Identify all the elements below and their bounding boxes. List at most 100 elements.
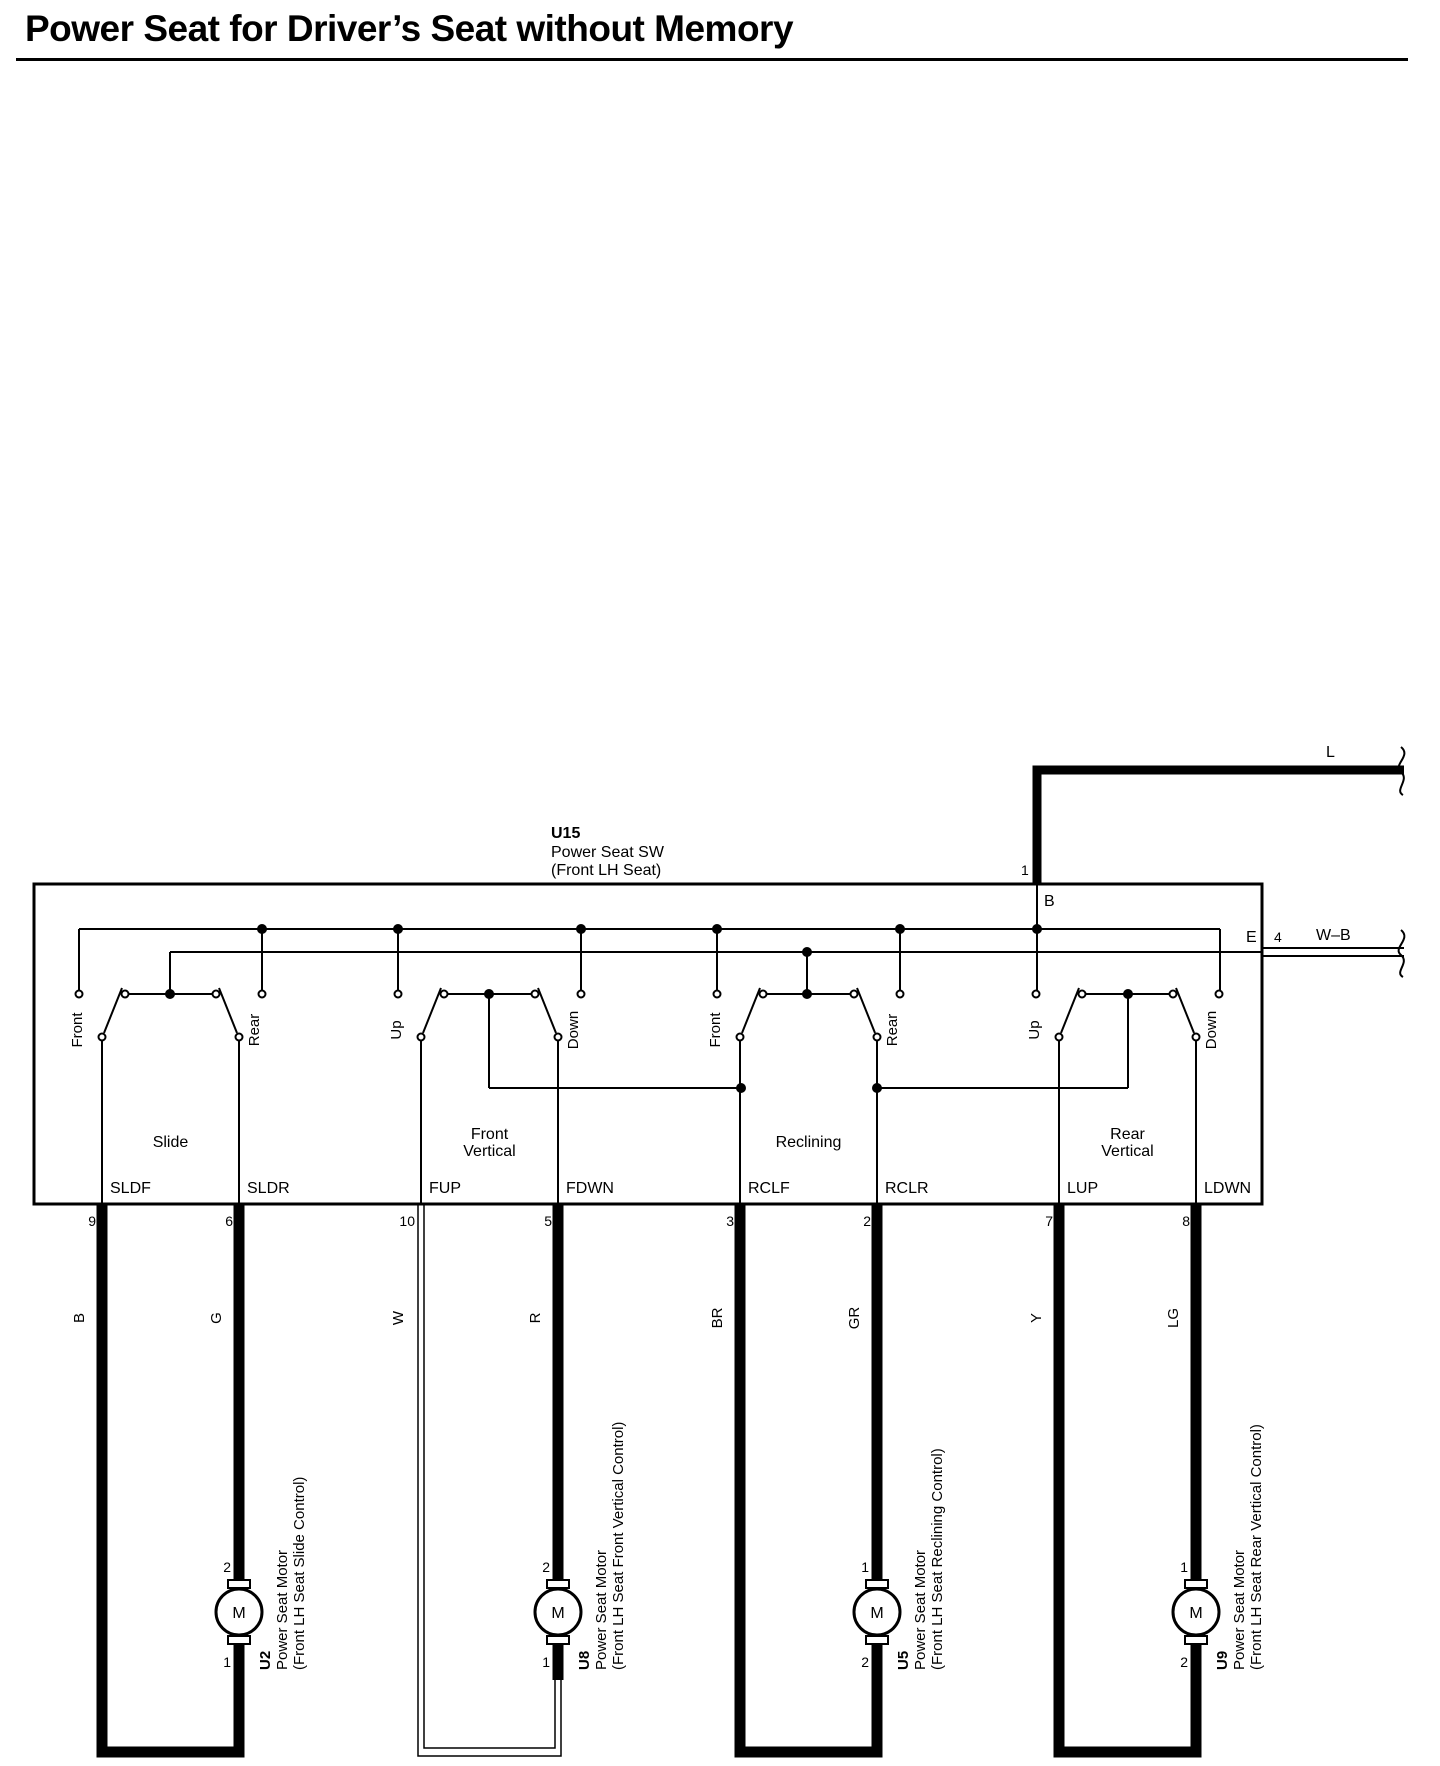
motor-circle	[1171, 1587, 1221, 1637]
contact-label-right: Rear	[246, 1014, 263, 1047]
motor-circle	[214, 1587, 264, 1637]
terminal-pin: 9	[88, 1213, 96, 1229]
motor-pin-bottom: 2	[1180, 1654, 1188, 1670]
harness-loop-3	[734, 1204, 883, 1758]
group-label-line: Front	[471, 1126, 509, 1143]
switch-blade-left	[103, 987, 123, 1034]
terminal-pin: 10	[399, 1213, 415, 1229]
terminal-name: LUP	[1067, 1180, 1098, 1197]
switch-terminal	[1214, 989, 1224, 999]
switch-code: U15	[551, 825, 580, 842]
motor-name: Power Seat Motor	[1231, 1550, 1248, 1670]
motor-code: U9	[1214, 1651, 1231, 1670]
terminal-name: FUP	[429, 1180, 461, 1197]
motor-pin-top: 1	[1180, 1559, 1188, 1575]
terminal-name: LDWN	[1204, 1180, 1251, 1197]
terminal-name: SLDR	[247, 1180, 290, 1197]
motor-pin-top: 1	[861, 1559, 869, 1575]
supply-terminal: B	[1044, 893, 1055, 910]
switch-terminal	[211, 989, 221, 999]
switch-terminal	[257, 989, 267, 999]
terminal-name: FDWN	[566, 1180, 614, 1197]
group-label-line: Vertical	[1101, 1143, 1153, 1160]
motor-brush-top	[227, 1579, 251, 1589]
motor-circle	[533, 1587, 583, 1637]
motor-sub: (Front LH Seat Reclining Control)	[929, 1448, 946, 1670]
wire-color-wb: W–B	[1316, 927, 1351, 944]
motor-code: U8	[576, 1651, 593, 1670]
switch-blade-right	[218, 987, 238, 1034]
motor-sub: (Front LH Seat Slide Control)	[291, 1477, 308, 1670]
motor-circle	[852, 1587, 902, 1637]
contact-label-left: Front	[707, 1012, 724, 1048]
switch-blade-right	[1175, 987, 1195, 1034]
group-label-line: Rear	[1110, 1126, 1145, 1143]
switch-terminal	[553, 1032, 563, 1042]
terminal-name: RCLF	[748, 1180, 790, 1197]
wire-heavy-loop	[734, 1204, 883, 1758]
group-label-line: Slide	[153, 1134, 189, 1151]
harness-loop-2	[417, 1204, 564, 1757]
wire-color-l: L	[1326, 744, 1335, 761]
contact-label-right: Rear	[884, 1014, 901, 1047]
motor-symbol: M	[551, 1605, 564, 1622]
harness-loop-4	[1053, 1204, 1202, 1758]
switch-box	[32, 882, 1264, 1206]
motor-pin-bottom: 2	[861, 1654, 869, 1670]
switch-terminal	[872, 1032, 882, 1042]
switch-location: (Front LH Seat)	[551, 862, 661, 879]
diagram-title: Power Seat for Driver’s Seat without Mem…	[25, 8, 794, 49]
motor-brush-top	[1184, 1579, 1208, 1589]
motor-symbol: M	[1189, 1605, 1202, 1622]
motor-brush-top	[546, 1579, 570, 1589]
motor-brush-bottom	[227, 1635, 251, 1645]
switch-terminal	[758, 989, 768, 999]
wire-color-label: B	[71, 1313, 88, 1323]
wire-color-label: G	[208, 1312, 225, 1324]
motor-pin-top: 2	[223, 1559, 231, 1575]
terminal-pin: 7	[1045, 1213, 1053, 1229]
wire-heavy-loop	[1053, 1204, 1202, 1758]
switch-terminal	[1031, 989, 1041, 999]
switch-terminal	[416, 1032, 426, 1042]
wire-color-label: R	[527, 1312, 544, 1323]
group-label-line: Vertical	[463, 1143, 515, 1160]
switch-terminal	[576, 989, 586, 999]
internal-buses	[78, 884, 1262, 1089]
motor-name: Power Seat Motor	[912, 1550, 929, 1670]
switch-terminal	[530, 989, 540, 999]
terminal-name: SLDF	[110, 1180, 151, 1197]
harness-loop-1	[96, 1204, 245, 1758]
switch-terminal	[1191, 1032, 1201, 1042]
supply-wire: L	[1032, 744, 1406, 884]
motor-code: U5	[895, 1651, 912, 1670]
motor-code: U2	[257, 1651, 274, 1670]
terminal-sldf: SLDF 9B	[71, 1180, 151, 1323]
motor-symbol: M	[870, 1605, 883, 1622]
supply-pin: 1	[1021, 862, 1029, 878]
switch-blade-left	[741, 987, 761, 1034]
motor-pin-bottom: 1	[542, 1654, 550, 1670]
wire-w-inner	[423, 1204, 556, 1749]
ground-terminal: E	[1246, 929, 1257, 946]
terminal-pin: 2	[863, 1213, 871, 1229]
motor-pin-bottom: 1	[223, 1654, 231, 1670]
switch-blade-right	[856, 987, 876, 1034]
motor-sub: (Front LH Seat Front Vertical Control)	[610, 1422, 627, 1670]
motor-pin-top: 2	[542, 1559, 550, 1575]
